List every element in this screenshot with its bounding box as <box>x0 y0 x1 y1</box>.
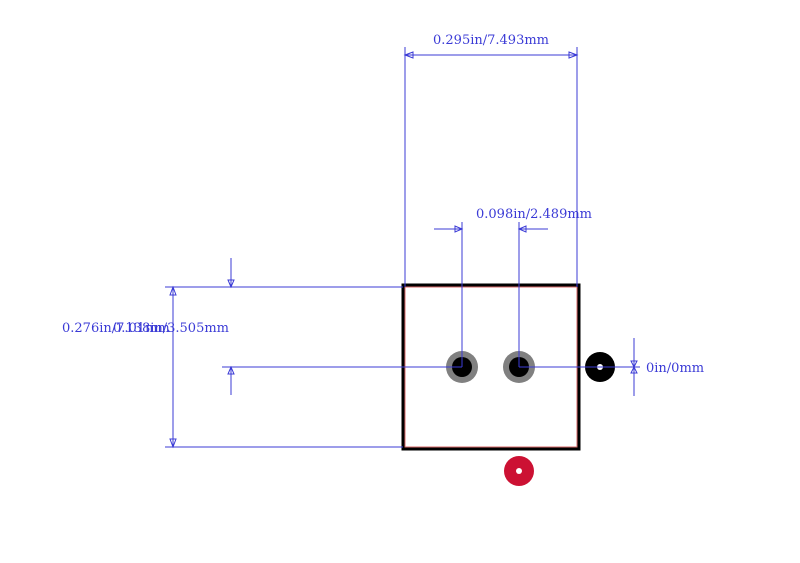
height-arrow-bottom <box>169 438 177 449</box>
offset-arrow-top <box>227 279 235 289</box>
width-arrow-right <box>568 51 579 59</box>
offset-label: 0.138in/3.505mm <box>113 321 229 336</box>
pin1-marker-center <box>516 468 522 474</box>
zero-arrow-top <box>630 360 638 369</box>
width-label: 0.295in/7.493mm <box>433 33 549 48</box>
pitch-arrow-right <box>517 225 527 233</box>
height-label: 0.276in/7.01mm <box>62 321 170 336</box>
offset-arrow-bottom <box>227 365 235 375</box>
pin1-marker <box>504 456 534 486</box>
pitch-label: 0.098in/2.489mm <box>476 207 592 222</box>
zero-offset-label: 0in/0mm <box>646 361 704 376</box>
dimension-lines <box>165 47 640 449</box>
dimension-labels: 0.295in/7.493mm 0.098in/2.489mm 0.276in/… <box>62 33 704 376</box>
pitch-arrow-left <box>454 225 464 233</box>
zero-arrow-bottom <box>630 365 638 374</box>
width-arrow-left <box>403 51 414 59</box>
height-arrow-top <box>169 285 177 296</box>
